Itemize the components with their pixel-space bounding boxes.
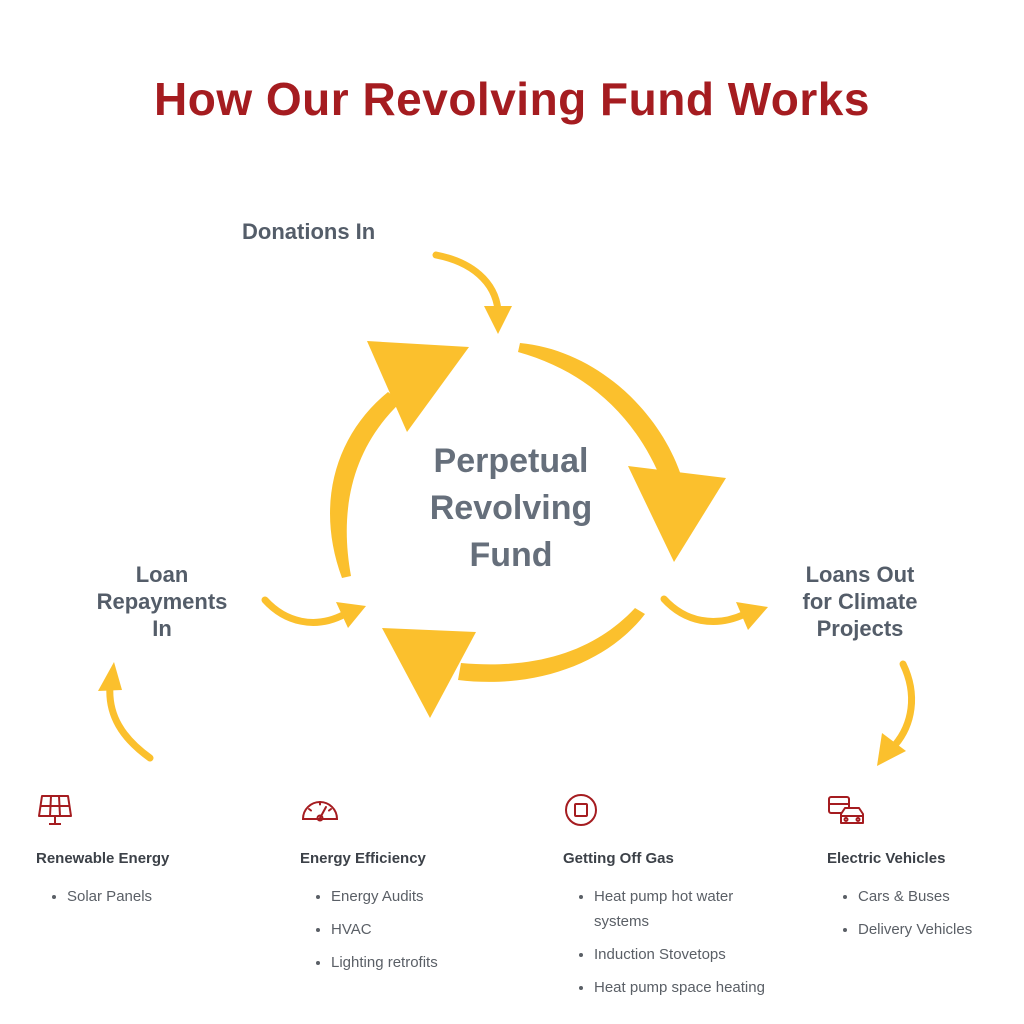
solar-panel-icon <box>38 795 72 825</box>
category-title: Energy Efficiency <box>300 850 426 867</box>
loan-repayments-line-3: In <box>152 616 172 641</box>
category-electric-vehicles: Electric Vehicles Cars & Buses Delivery … <box>827 792 1017 950</box>
list-item: Solar Panels <box>67 884 266 909</box>
loans-out-line-1: Loans Out <box>805 562 915 587</box>
small-arrow-projects-to-repay <box>98 662 154 762</box>
fund-center-label: Perpetual Revolving Fund <box>380 438 642 579</box>
small-arrow-repay-to-fund <box>261 596 366 628</box>
fund-center-line-1: Perpetual <box>433 442 589 480</box>
loans-out-line-2: for Climate <box>802 589 918 614</box>
loans-out-label: Loans Out for Climate Projects <box>760 561 960 642</box>
category-item-list: Energy Audits HVAC Lighting retrofits <box>300 884 530 975</box>
list-item: Lighting retrofits <box>331 950 530 975</box>
gauge-icon <box>301 801 339 822</box>
list-item: Heat pump hot water systems <box>594 884 774 934</box>
list-item: HVAC <box>331 917 530 942</box>
category-title: Renewable Energy <box>36 850 170 867</box>
category-energy-efficiency: Energy Efficiency Energy Audits HVAC Lig… <box>300 792 530 983</box>
page-title: How Our Revolving Fund Works <box>154 73 870 125</box>
loan-repayments-line-1: Loan <box>135 562 189 587</box>
loans-out-line-3: Projects <box>816 616 904 641</box>
fund-center-line-2: Revolving <box>429 489 593 527</box>
list-item: Energy Audits <box>331 884 530 909</box>
cycle-arrow-loans-out <box>518 343 726 562</box>
small-arrow-fund-to-loans <box>660 595 768 630</box>
vehicles-icon <box>828 796 864 824</box>
list-item: Cars & Buses <box>858 884 1017 909</box>
list-item: Heat pump space heating <box>594 975 813 1000</box>
loan-repayments-line-2: Repayments <box>96 589 228 614</box>
category-item-list: Cars & Buses Delivery Vehicles <box>827 884 1017 942</box>
category-item-list: Solar Panels <box>36 884 266 909</box>
category-title: Electric Vehicles <box>827 850 946 867</box>
category-item-list: Heat pump hot water systems Induction St… <box>563 884 813 1000</box>
list-item: Induction Stovetops <box>594 942 813 967</box>
stove-icon <box>565 794 597 826</box>
cycle-arrow-fund-growth <box>330 341 469 578</box>
small-arrow-donations <box>432 251 512 334</box>
cycle-arrow-repayments <box>382 608 645 718</box>
donations-in-label: Donations In <box>242 219 376 244</box>
category-title: Getting Off Gas <box>563 850 674 867</box>
loan-repayments-label: Loan Repayments In <box>62 561 262 642</box>
category-getting-off-gas: Getting Off Gas Heat pump hot water syst… <box>563 792 813 1008</box>
list-item: Delivery Vehicles <box>858 917 1017 942</box>
fund-center-line-3: Fund <box>469 536 553 574</box>
category-renewable-energy: Renewable Energy Solar Panels <box>36 792 266 917</box>
small-arrow-loans-to-projects <box>877 660 916 766</box>
